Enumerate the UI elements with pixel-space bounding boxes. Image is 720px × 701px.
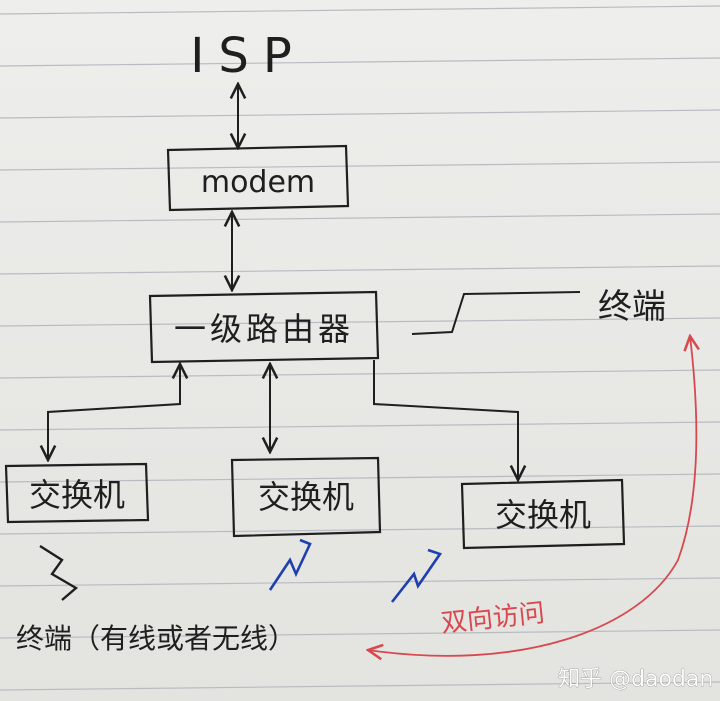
router-node: 一级路由器 — [148, 290, 380, 364]
switch-right-node: 交换机 — [460, 478, 626, 550]
terminal-bottom-label: 终端（有线或者无线） — [16, 622, 296, 655]
modem-node: modem — [166, 144, 350, 212]
router-label: 一级路由器 — [174, 310, 354, 348]
isp-label: ISP — [190, 28, 306, 84]
switch-middle-node: 交换机 — [230, 456, 382, 538]
terminal-right-label: 终端 — [598, 287, 666, 327]
router-switch-left-link — [48, 364, 180, 460]
switch-right-label: 交换机 — [495, 496, 591, 534]
switch-middle-label: 交换机 — [258, 478, 354, 516]
wired-link-icon — [39, 544, 79, 601]
bidirectional-access-label: 双向访问 — [440, 598, 547, 639]
wireless-link-icon — [268, 538, 312, 591]
router-switch-right-link — [373, 360, 518, 480]
router-terminal-right-link — [411, 291, 581, 335]
watermark-text: 知乎 @daodan — [558, 667, 713, 692]
switch-left-node: 交换机 — [4, 462, 150, 524]
ruled-lines — [0, 5, 720, 691]
modem-box — [166, 144, 350, 212]
switch-left-label: 交换机 — [29, 476, 125, 514]
bidirectional-access-arrow — [368, 336, 696, 656]
wireless-link-icon — [390, 548, 443, 603]
switch-left-box — [4, 462, 150, 524]
modem-label: modem — [201, 165, 315, 200]
